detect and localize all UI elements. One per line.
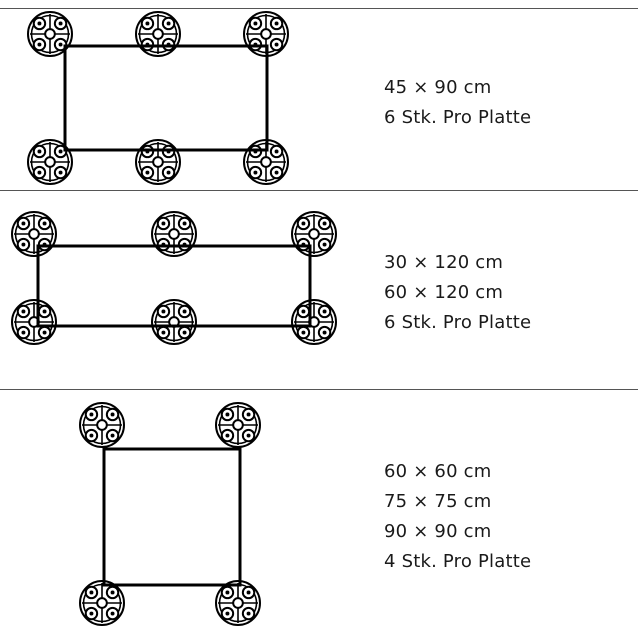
size-line: 60 × 120 cm [384, 282, 504, 303]
plate-outline [36, 244, 312, 328]
size-line: 90 × 90 cm [384, 521, 492, 542]
plate-diagram-2 [11, 211, 337, 345]
layout-text-3: 60 × 60 cm 75 × 75 cm 90 × 90 cm 4 Stk. … [384, 457, 531, 577]
pedestal-foot-icon [11, 299, 57, 345]
layout-section-3: 60 × 60 cm 75 × 75 cm 90 × 90 cm 4 Stk. … [0, 389, 638, 637]
pedestal-foot-icon [291, 211, 337, 257]
pedestal-foot-icon [27, 139, 73, 185]
plate-outline [102, 447, 242, 587]
count-line: 4 Stk. Pro Platte [384, 551, 532, 572]
layout-text-2: 30 × 120 cm 60 × 120 cm 6 Stk. Pro Platt… [384, 248, 531, 338]
pedestal-foot-icon [79, 580, 125, 626]
layout-section-1: 45 × 90 cm 6 Stk. Pro Platte [0, 0, 638, 190]
divider-top [0, 8, 638, 9]
size-line: 60 × 60 cm [384, 461, 492, 482]
plate-diagram-1 [27, 11, 289, 185]
layout-section-2: 30 × 120 cm 60 × 120 cm 6 Stk. Pro Platt… [0, 190, 638, 389]
divider-2 [0, 389, 638, 390]
size-line: 45 × 90 cm [384, 77, 492, 98]
pedestal-foot-icon [135, 139, 181, 185]
layout-text-1: 45 × 90 cm 6 Stk. Pro Platte [384, 73, 531, 133]
pedestal-foot-icon [11, 211, 57, 257]
divider-1 [0, 190, 638, 191]
size-line: 75 × 75 cm [384, 491, 492, 512]
pedestal-foot-icon [215, 402, 261, 448]
pedestal-foot-icon [135, 11, 181, 57]
plate-diagram-3 [79, 402, 261, 626]
pedestal-foot-icon [79, 402, 125, 448]
count-line: 6 Stk. Pro Platte [384, 312, 532, 333]
pedestal-foot-icon [151, 299, 197, 345]
pedestal-foot-icon [215, 580, 261, 626]
count-line: 6 Stk. Pro Platte [384, 107, 532, 128]
pedestal-foot-icon [27, 11, 73, 57]
pedestal-foot-icon [151, 211, 197, 257]
size-line: 30 × 120 cm [384, 252, 504, 273]
pedestal-foot-icon [291, 299, 337, 345]
plate-outline [63, 44, 269, 152]
